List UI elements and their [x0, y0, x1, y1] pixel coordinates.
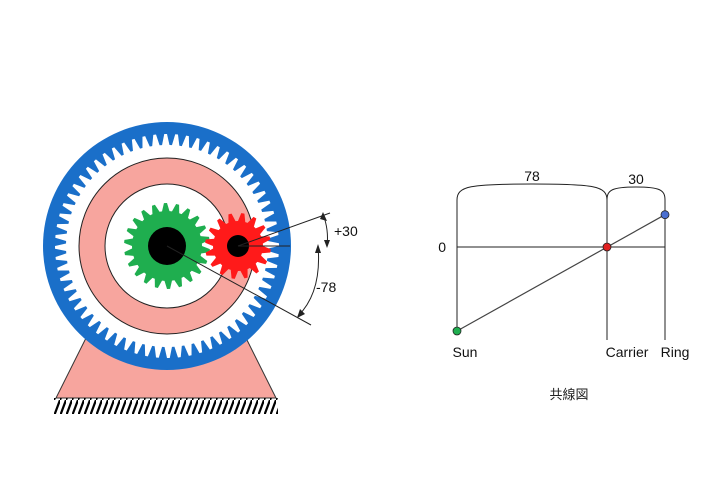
span-label-left: 78 — [524, 168, 540, 184]
span-label-right: 30 — [628, 171, 644, 187]
upper-rotation-line — [237, 212, 331, 247]
axis-label-ring: Ring — [661, 344, 690, 360]
lower-rotation-line — [166, 245, 312, 326]
lower-angle-arrowhead-top — [315, 244, 321, 253]
lower-angle-arrowhead — [297, 309, 305, 318]
upper-angle-label: +30 — [334, 223, 358, 239]
point-carrier — [602, 242, 612, 252]
planetary-gear-diagram: +30 -78 — [43, 122, 358, 414]
nomograph: 78 30 0 Sun Carrier Ring 共線図 — [438, 168, 689, 403]
zero-label: 0 — [438, 239, 446, 255]
lower-angle-label: -78 — [316, 279, 336, 295]
point-sun — [452, 326, 462, 336]
upper-angle-arrowhead-bottom — [324, 240, 330, 248]
span-brace-right — [606, 186, 666, 201]
axis-label-sun: Sun — [453, 344, 478, 360]
axis-label-carrier: Carrier — [606, 344, 649, 360]
ground-hatch — [54, 398, 278, 414]
point-ring — [660, 210, 670, 220]
speed-line — [456, 214, 666, 332]
upper-angle-arrowhead — [320, 212, 327, 221]
span-brace-left — [456, 183, 608, 201]
nomograph-caption: 共線図 — [549, 387, 588, 403]
